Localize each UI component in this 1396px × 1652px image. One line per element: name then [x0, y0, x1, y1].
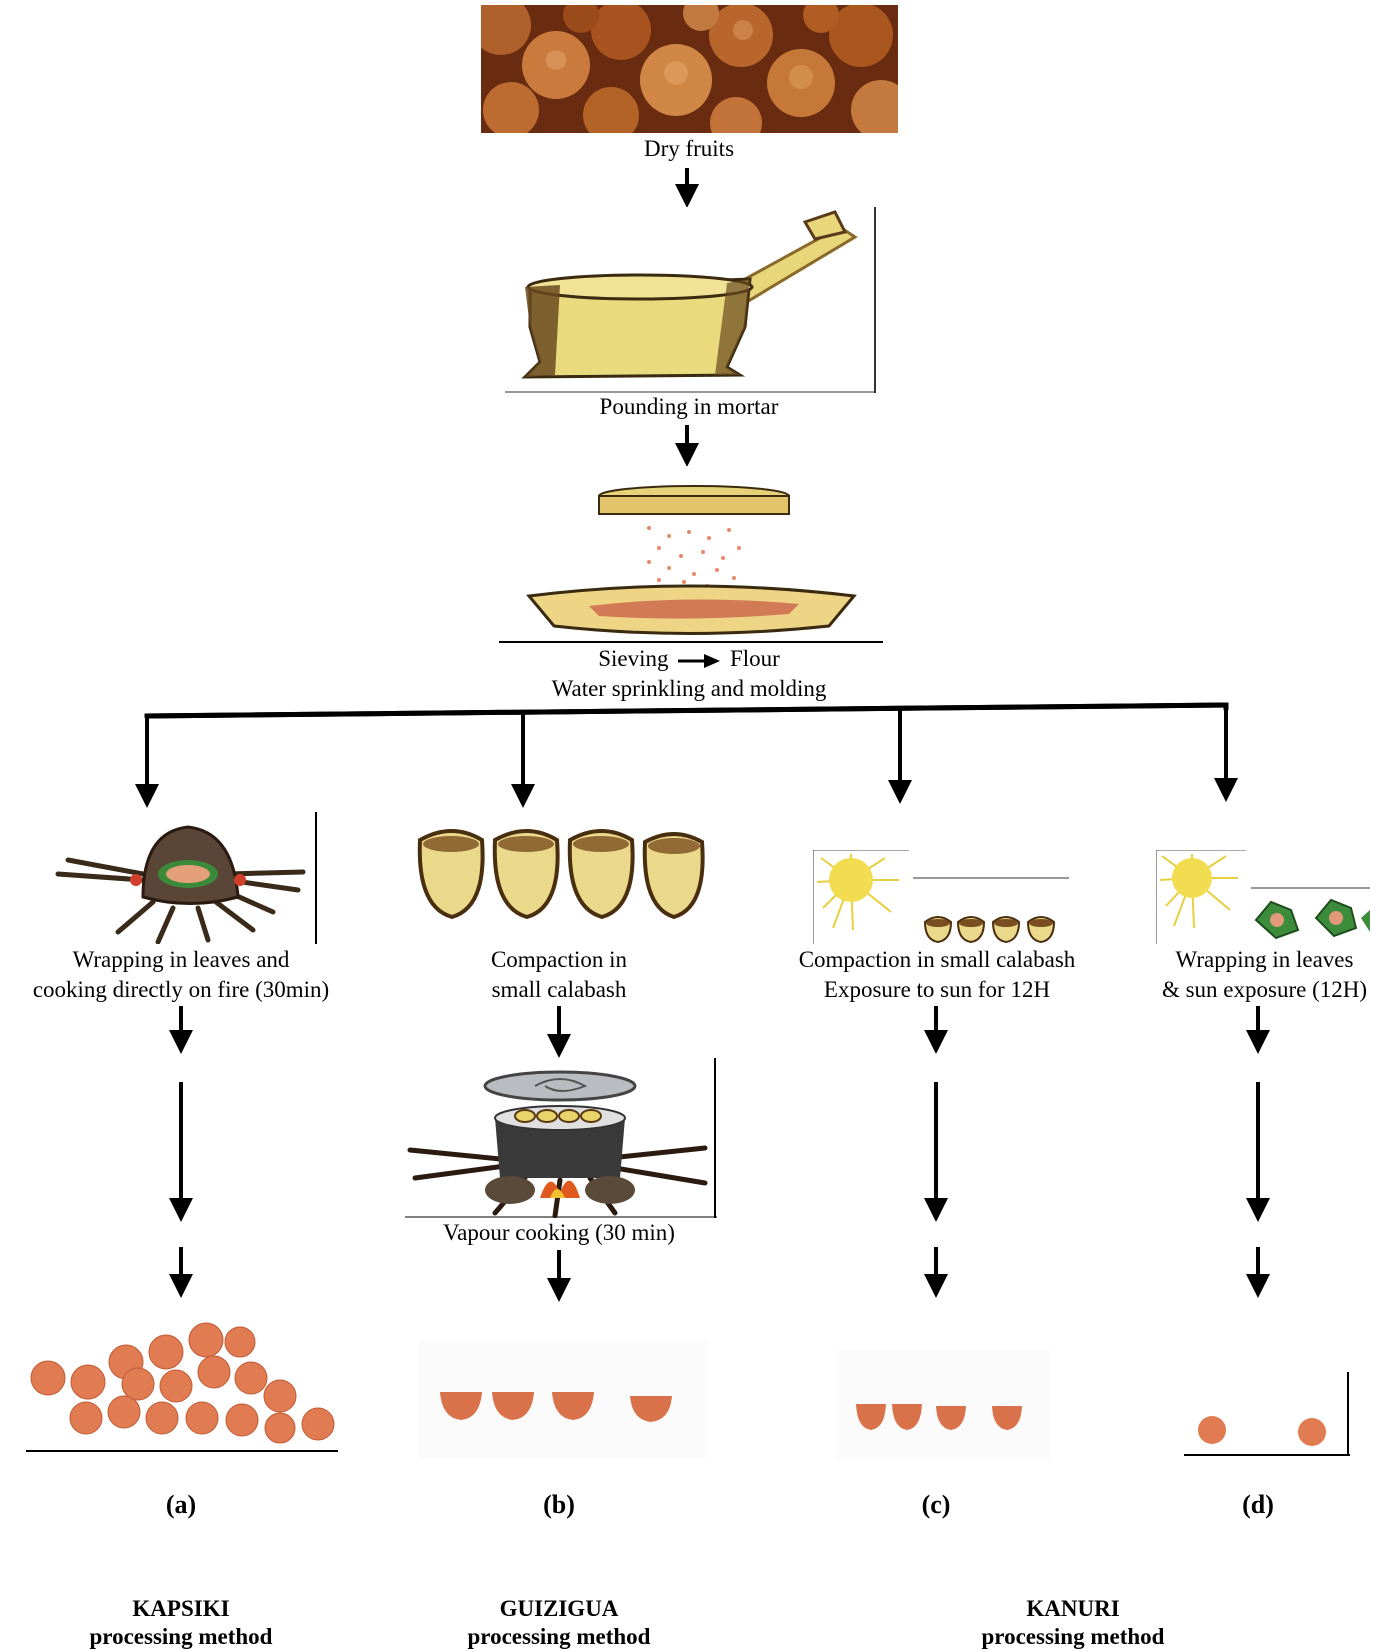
label-a-line2: cooking directly on fire (30min) — [32, 977, 330, 1002]
label-c-line2: Exposure to sun for 12H — [823, 977, 1051, 1002]
tag-a: (a) — [165, 1490, 197, 1519]
group-kanuri-name: KANURI — [1026, 1596, 1120, 1621]
label-sieving: Sieving — [598, 646, 669, 671]
label-c-line1: Compaction in small calabash — [798, 947, 1076, 972]
split-bar-mid — [146, 702, 1227, 719]
sieve-image — [499, 466, 883, 643]
mortar-image — [505, 207, 877, 393]
label-sieving-row: Sieving Flour — [487, 644, 891, 674]
label-b-line2: small calabash — [491, 977, 627, 1002]
group-kanuri-sub: processing method — [981, 1624, 1165, 1649]
label-vapour-cooking: Vapour cooking (30 min) — [443, 1220, 675, 1245]
result-balls-d — [1184, 1372, 1350, 1456]
label-flour: Flour — [729, 646, 780, 671]
arrow-right-icon — [678, 653, 721, 668]
label-dry-fruits: Dry fruits — [643, 136, 735, 161]
sun-leaves-image — [1156, 850, 1370, 944]
group-kapsiki-name: KAPSIKI — [132, 1596, 230, 1621]
result-halfspheres-b — [418, 1340, 708, 1458]
tag-c: (c) — [921, 1490, 951, 1519]
label-pounding: Pounding in mortar — [599, 394, 779, 419]
label-d-line1: Wrapping in leaves — [1175, 947, 1354, 972]
group-guizigua-name: GUIZIGUA — [499, 1596, 619, 1621]
label-water-sprinkling: Water sprinkling and molding — [551, 676, 827, 701]
tag-b: (b) — [543, 1490, 575, 1519]
dry-fruits-image — [481, 5, 898, 133]
label-b-line1: Compaction in — [490, 947, 628, 972]
result-balls-image — [26, 1300, 338, 1452]
sun-calabash-image — [813, 850, 1069, 944]
tag-d: (d) — [1242, 1490, 1274, 1519]
calabash-image — [412, 812, 710, 944]
result-halfspheres-c — [836, 1350, 1050, 1460]
group-kapsiki-sub: processing method — [89, 1624, 273, 1649]
label-d-line2: & sun exposure (12H) — [1161, 977, 1368, 1002]
fire-cooking-image — [48, 812, 318, 944]
vapour-cooking-image — [405, 1058, 717, 1218]
group-guizigua-sub: processing method — [467, 1624, 651, 1649]
label-a-line1: Wrapping in leaves and — [72, 947, 290, 972]
